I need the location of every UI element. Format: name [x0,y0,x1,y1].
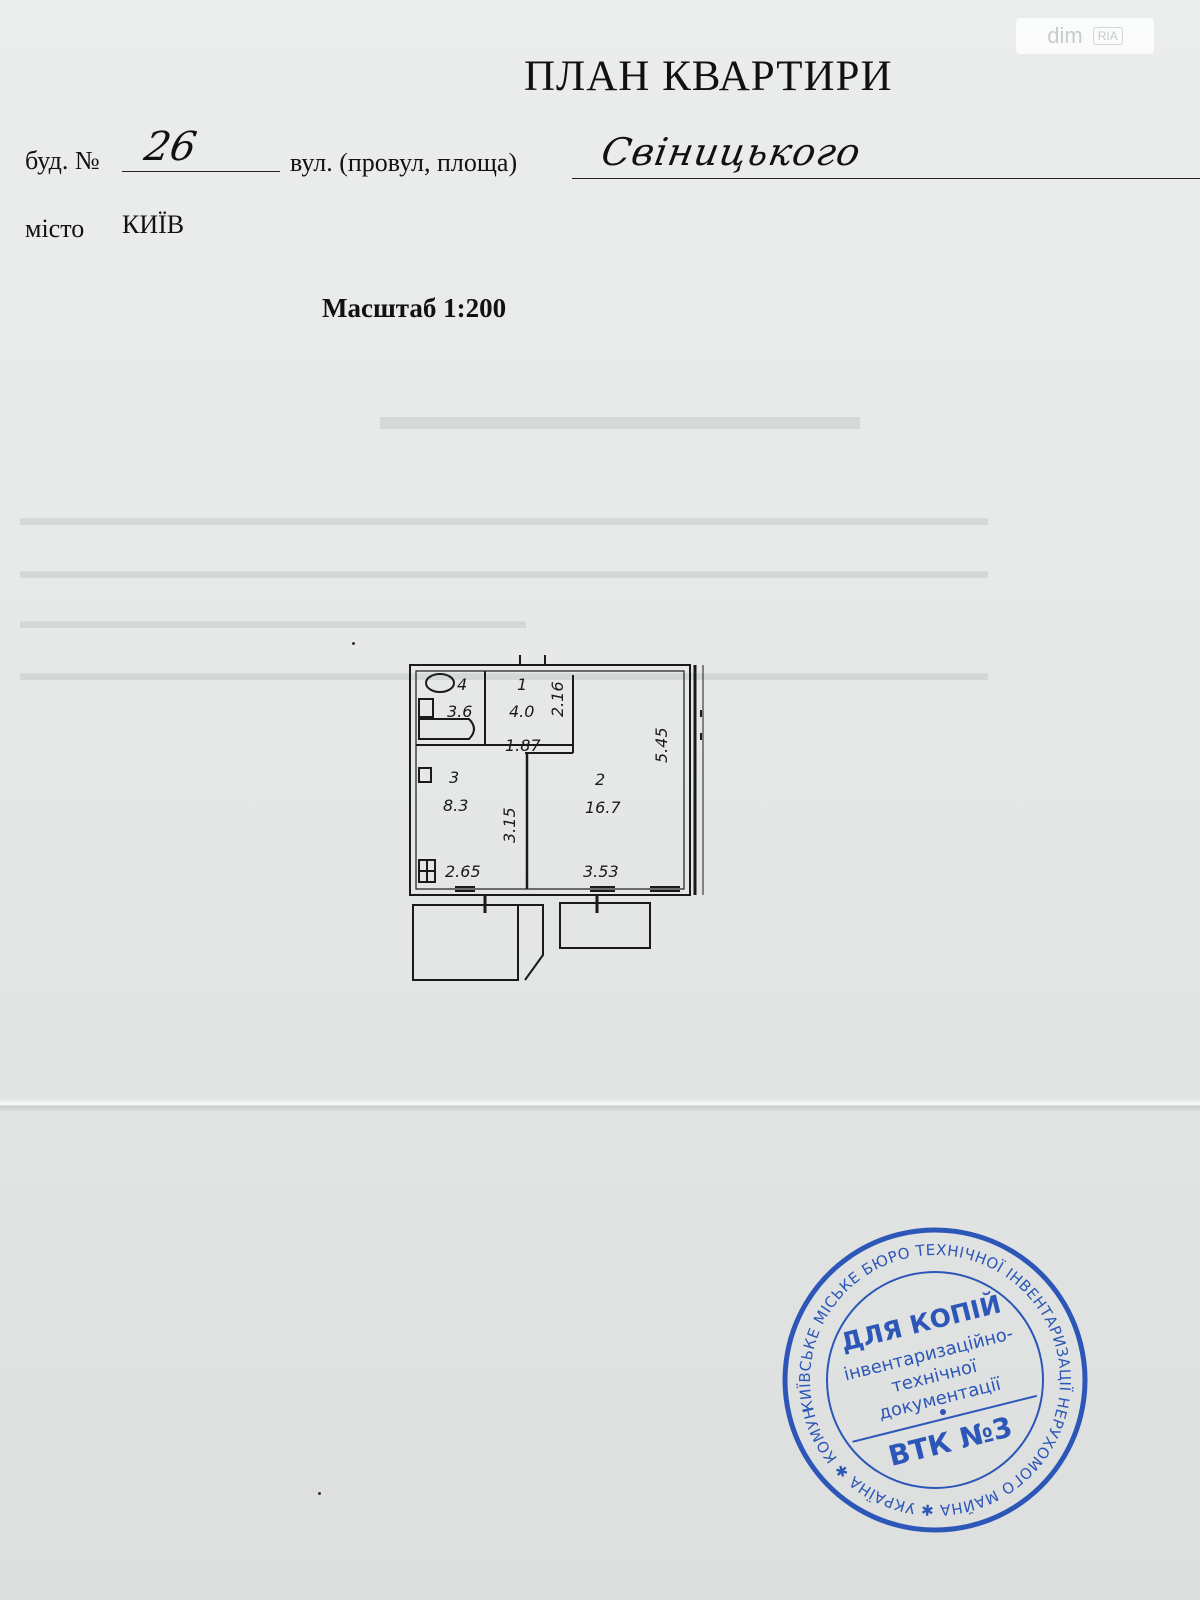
dim-5-45: 5.45 [652,727,671,763]
room-1-number: 1 [517,675,527,694]
building-underline [122,171,280,172]
street-underline [572,178,1200,179]
room-4-number: 4 [457,675,467,694]
balcony-left [412,904,519,981]
room-3-area: 8.3 [443,796,468,815]
stamp-rule [852,1394,1038,1443]
city-name: КИЇВ [122,210,185,239]
room-1-area: 4.0 [509,702,534,721]
watermark-sub: RIA [1092,27,1123,45]
balcony-right [559,902,651,949]
balcony-wall [515,904,544,981]
bathtub-symbol [418,718,475,740]
watermark-brand: dim [1047,23,1083,48]
ink-speck [352,642,355,645]
dim-ria-watermark: dim RIA [1016,18,1154,54]
bleed-through-heading: ▬▬▬▬▬▬▬▬▬▬▬▬ [380,393,860,438]
ink-speck [318,1492,321,1495]
stamp-code: ВТК №3 [885,1410,1015,1473]
sink-symbol [425,673,455,693]
scale-text: Масштаб 1:200 [322,293,507,323]
room-2-area: 16.7 [585,798,621,817]
city-label: місто [25,214,85,243]
stamp-inner-ring [826,1271,1044,1489]
dim-3-53: 3.53 [583,862,619,881]
paper-fold [0,1098,1200,1112]
stamp-dot [939,1409,946,1416]
official-stamp: КИЇВСЬКЕ МІСЬКЕ БЮРО ТЕХНІЧНОЇ ІНВЕНТАРИ… [747,1192,1104,1555]
room-2-number: 2 [595,770,605,789]
building-label: буд. № [25,146,100,175]
document-title: ПЛАН КВАРТИРИ [524,53,893,100]
building-number: 26 [140,124,200,170]
bleed-through-line: ▬▬▬▬▬▬▬▬▬▬▬▬▬▬▬▬▬▬▬▬▬▬▬▬▬▬▬▬▬▬▬▬▬▬▬▬▬▬▬▬… [20,558,988,583]
stamp-outer-ring [782,1227,1088,1533]
street-label: вул. (провул, площа) [290,148,518,177]
dim-1-87: 1.87 [505,736,541,755]
inner-wall [415,670,685,890]
street-name: Свіницького [598,130,865,174]
toilet-symbol [418,698,434,718]
room-3-number: 3 [449,768,459,787]
sink-symbol [418,767,432,783]
dim-3-15: 3.15 [500,807,519,843]
dim-2-16: 2.16 [548,681,567,717]
room-4-area: 3.6 [447,702,472,721]
bleed-through-line: ▬▬▬▬▬▬▬▬▬▬▬▬▬▬▬▬▬▬▬▬▬▬▬▬▬▬▬▬▬▬▬▬▬▬▬▬▬▬▬▬… [20,505,988,530]
dim-2-65: 2.65 [445,862,481,881]
bleed-through-line: ▬▬▬▬▬▬▬▬▬▬▬▬▬▬▬▬▬▬▬▬▬▬▬ [20,608,526,633]
floor-plan: 4 3.6 1 4.0 2.16 1.87 3 8.3 3.15 2 16.7 … [409,655,704,981]
outer-wall [409,664,691,896]
